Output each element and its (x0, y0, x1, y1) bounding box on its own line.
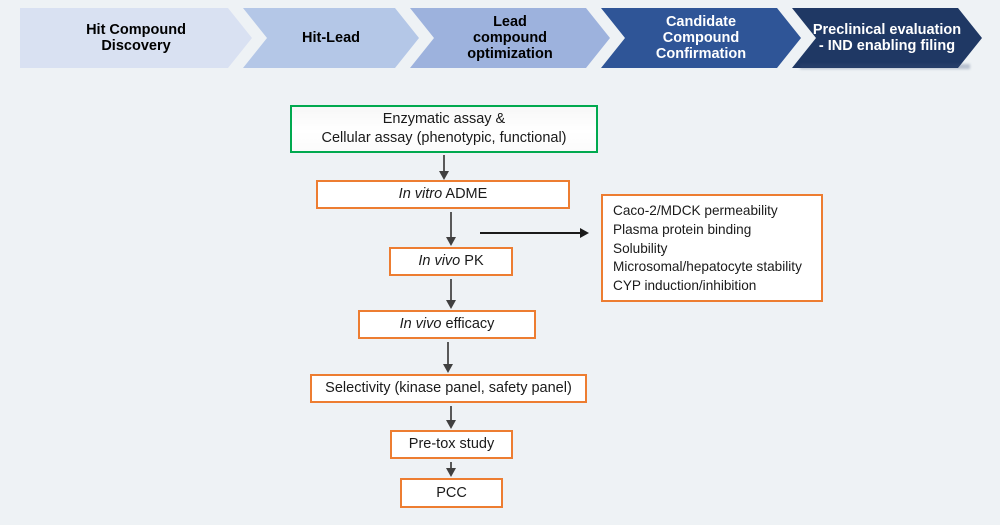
banner-drop-shadow (800, 64, 970, 69)
assay-line-2: Cellular assay (phenotypic, functional) (321, 130, 567, 146)
assay-line-1: Enzymatic assay & (382, 111, 506, 128)
label-italic-part: In vivo (418, 253, 461, 270)
label-italic-part: In vivo (399, 316, 442, 333)
stage-chevron-lead-compound-optimization[interactable]: Lead compound optimization (410, 8, 610, 68)
stage-label-line: optimization (467, 46, 553, 63)
stage-label: Preclinical evaluation - IND enabling fi… (807, 22, 967, 54)
stage-chevron-candidate-compound-confirmation[interactable]: Candidate Compound Confirmation (601, 8, 801, 68)
arrow-assay-to-in-vitro-adme (439, 155, 449, 180)
flow-box-in-vivo-pk[interactable]: In vivo PK (389, 247, 513, 276)
flow-box-label: Pre-tox study (408, 436, 495, 453)
stage-chevron-hit-compound-discovery[interactable]: Hit Compound Discovery (20, 8, 252, 68)
flow-box-enzymatic-cellular-assay[interactable]: Enzymatic assay & Cellular assay (phenot… (290, 105, 598, 153)
label-rest-part: PK (460, 253, 484, 270)
arrow-in-vitro-adme-to-in-vivo-pk (446, 212, 456, 246)
flow-box-label: Selectivity (kinase panel, safety panel) (325, 380, 572, 397)
flow-box-label: Enzymatic assay & Cellular assay (phenot… (321, 110, 566, 147)
stage-label: Hit Compound Discovery (80, 22, 192, 54)
stage-label-line: compound (472, 29, 548, 46)
list-item: CYP induction/inhibition (613, 278, 757, 293)
list-item: Plasma protein binding (613, 221, 752, 237)
arrow-pretox-to-pcc (446, 462, 456, 477)
flow-box-label: PCC (436, 484, 467, 501)
label-italic-part: In vitro (398, 186, 443, 203)
adme-assay-list-panel[interactable]: Caco-2/MDCK permeability Plasma protein … (601, 194, 823, 302)
stage-label-line: Lead (493, 13, 527, 30)
stage-label-line: Preclinical evaluation (812, 21, 962, 38)
flow-box-selectivity[interactable]: Selectivity (kinase panel, safety panel) (310, 374, 587, 403)
flow-box-in-vitro-adme[interactable]: In vitro ADME (316, 180, 570, 209)
flow-box-label: In vivo PK (418, 252, 483, 271)
flow-box-label: In vitro ADME (399, 185, 488, 204)
list-item: Solubility (613, 240, 668, 256)
label-rest-part: efficacy (441, 316, 495, 333)
arrow-in-vitro-adme-to-assay-list (480, 228, 589, 237)
stage-label-line: Discovery (101, 38, 171, 54)
stage-label: Hit-Lead (296, 30, 366, 46)
label-rest-part: ADME (442, 186, 488, 203)
flow-box-pre-tox-study[interactable]: Pre-tox study (390, 430, 513, 459)
stage-label: Lead compound optimization (461, 14, 558, 63)
arrow-in-vivo-pk-to-in-vivo-efficacy (446, 279, 456, 309)
flow-box-pcc[interactable]: PCC (400, 478, 503, 508)
list-item: Microsomal/hepatocyte stability (613, 259, 802, 275)
flow-box-label: In vivo efficacy (400, 315, 495, 334)
stage-label-line: Compound (662, 29, 740, 46)
stage-label: Candidate Compound Confirmation (650, 14, 752, 63)
flow-box-in-vivo-efficacy[interactable]: In vivo efficacy (358, 310, 536, 339)
stage-label-line: Hit Compound (86, 21, 186, 38)
stage-banner: Hit Compound Discovery Hit-Lead Lead com… (0, 0, 1000, 80)
stage-label-line: Hit-Lead (302, 29, 360, 46)
arrow-in-vivo-efficacy-to-selectivity (443, 342, 453, 373)
stage-chevron-preclinical-evaluation[interactable]: Preclinical evaluation - IND enabling fi… (792, 8, 982, 68)
arrow-selectivity-to-pretox (446, 406, 456, 429)
stage-label-line: Candidate (665, 13, 737, 30)
stage-label-line: - IND enabling filing (818, 38, 956, 54)
list-item: Caco-2/MDCK permeability (613, 203, 778, 218)
stage-label-line: Confirmation (655, 46, 747, 63)
stage-chevron-hit-lead[interactable]: Hit-Lead (243, 8, 419, 68)
